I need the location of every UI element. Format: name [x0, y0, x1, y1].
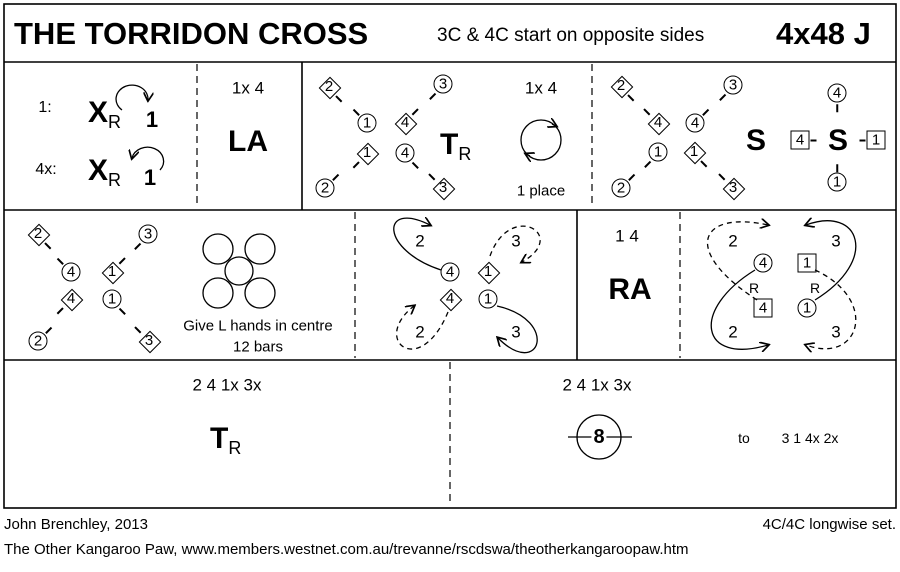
left-hands-across-figure: LA	[228, 125, 268, 158]
dancers-involved: 1x 4	[524, 78, 558, 98]
dancer-3-woman: 3	[140, 332, 158, 350]
cross-right-figure-2: XR	[88, 154, 122, 190]
first-time-label: 1:	[38, 99, 52, 116]
path-label-2: 2	[415, 231, 425, 251]
dancer-1-man: 1	[797, 298, 817, 318]
path-label-3: 3	[511, 231, 521, 251]
final-order: 3 1 4x 2x	[781, 430, 839, 446]
figure-symbol: T	[210, 422, 229, 455]
figure-subscript: R	[108, 112, 122, 132]
turn-right-figure: TR	[210, 422, 242, 458]
dancer-4-woman: 4	[649, 114, 667, 132]
dancers-involved: 2 4 1x 3x	[562, 375, 632, 395]
dancer-1-label: 1	[145, 107, 159, 132]
dancer-1-man: 1	[357, 113, 377, 133]
dancers-involved: 1 4	[615, 226, 639, 246]
dancer-2-woman: 2	[29, 225, 47, 243]
dance-subtitle: 3C & 4C start on opposite sides	[437, 25, 705, 46]
path-label-2: 2	[728, 231, 738, 251]
dancer-1-man: 1	[827, 172, 847, 192]
dancer-4-square: 4	[753, 298, 773, 318]
dancer-1-man: 1	[102, 289, 122, 309]
path-label-3: 3	[831, 231, 841, 251]
set-figure-2: S	[827, 124, 849, 157]
dancer-4-woman: 4	[396, 114, 414, 132]
figure-symbol: X	[88, 96, 109, 129]
dancer-4-square: 4	[790, 130, 817, 150]
figure-subscript: R	[458, 144, 472, 164]
caption-one-place: 1 place	[516, 182, 566, 200]
dancer-3-man: 3	[433, 74, 453, 94]
dancer-4-woman: 4	[441, 290, 459, 308]
dancer-2-man: 2	[315, 178, 335, 198]
right-hands-across-figure: RA	[608, 273, 652, 306]
dancer-3-man: 3	[138, 224, 158, 244]
dancer-1-man: 1	[648, 142, 668, 162]
caption-left-hands: Give L hands in centre	[183, 317, 333, 335]
dancer-2-woman: 2	[612, 77, 630, 95]
dancers-involved: 2 4 1x 3x	[192, 375, 262, 395]
dancer-4-man: 4	[685, 113, 705, 133]
figure-symbol: T	[440, 128, 459, 161]
dancer-2-man: 2	[611, 178, 631, 198]
frame-border	[3, 3, 897, 509]
to-label: to	[738, 430, 750, 446]
figure-subscript: R	[228, 438, 242, 458]
source-credit: The Other Kangaroo Paw, www.members.west…	[4, 541, 689, 558]
dancer-2-man: 2	[28, 331, 48, 351]
figure-subscript: R	[108, 170, 122, 190]
dancer-1-man: 1	[478, 289, 498, 309]
right-hand-label: R	[748, 280, 760, 296]
figure-symbol: X	[88, 154, 109, 187]
dance-format: 4x48 J	[776, 16, 871, 51]
dance-title: THE TORRIDON CROSS	[14, 16, 369, 51]
path-label-2: 2	[415, 322, 425, 342]
dancer-1-square: 1	[859, 130, 886, 150]
dancers-involved: 1x 4	[231, 78, 265, 98]
dancer-4-man: 4	[440, 262, 460, 282]
bars-count-8: 8	[591, 426, 607, 448]
path-label-2: 2	[728, 322, 738, 342]
right-hand-label: R	[809, 280, 821, 296]
circle-path	[520, 119, 562, 161]
dancer-4-woman: 4	[62, 290, 80, 308]
dancer-1-woman: 1	[358, 144, 376, 162]
dancer-4-man: 4	[395, 143, 415, 163]
path-label-3: 3	[511, 322, 521, 342]
dancer-1-square: 1	[797, 253, 817, 273]
set-type: 4C/4C longwise set.	[762, 516, 896, 533]
dancer-1-woman: 1	[685, 143, 703, 161]
anticlockwise-turn-arrow	[132, 146, 165, 171]
dancer-1-label: 1	[143, 165, 157, 190]
dancer-3-woman: 3	[724, 179, 742, 197]
path-label-3: 3	[831, 322, 841, 342]
caption-bars: 12 bars	[232, 338, 284, 356]
fourth-time-label: 4x:	[35, 161, 57, 178]
dancer-2-woman: 2	[320, 78, 338, 96]
dancer-1-woman: 1	[479, 263, 497, 281]
dancer-4-man: 4	[61, 262, 81, 282]
dancer-4-man: 4	[827, 83, 847, 103]
clockwise-turn-arrow	[115, 84, 148, 111]
turn-right-figure: TR	[440, 128, 472, 164]
dancer-1-woman: 1	[103, 263, 121, 281]
author-credit: John Brenchley, 2013	[4, 516, 148, 533]
set-figure: S	[745, 124, 767, 157]
dancer-3-man: 3	[723, 75, 743, 95]
dancer-3-woman: 3	[434, 179, 452, 197]
dancer-4-man: 4	[753, 253, 773, 273]
cross-right-figure-1: XR	[88, 96, 122, 132]
